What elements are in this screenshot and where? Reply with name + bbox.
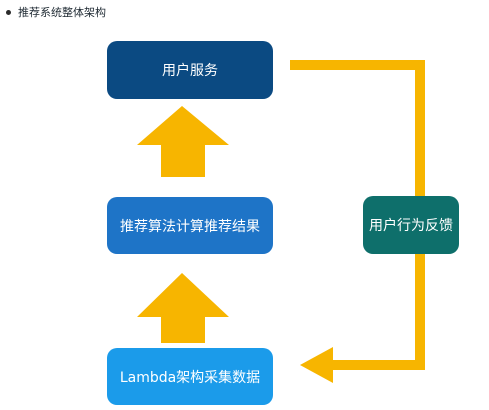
lambda-data-collection-box: Lambda架构采集数据 (107, 348, 273, 405)
user-service-box: 用户服务 (107, 41, 273, 99)
user-behavior-feedback-box: 用户行为反馈 (363, 196, 459, 254)
recommendation-algorithm-box: 推荐算法计算推荐结果 (107, 197, 273, 254)
bullet-icon (6, 9, 11, 15)
feedback-loop-arrowhead (300, 347, 333, 383)
arrow-up-collect-to-algorithm (137, 273, 229, 343)
section-heading: 推荐系统整体架构 (6, 5, 106, 19)
section-title: 推荐系统整体架构 (18, 6, 106, 19)
arrow-up-algorithm-to-user-service (137, 106, 229, 177)
